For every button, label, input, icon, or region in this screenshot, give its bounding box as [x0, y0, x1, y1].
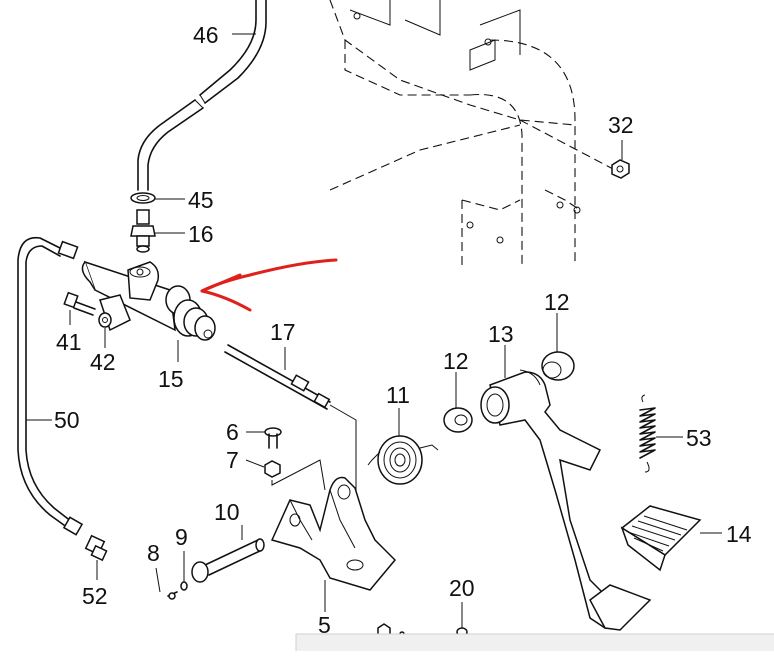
callout-labels: 45 46 32 45 16 41 42 15 17 12 13 12 11 5…	[54, 0, 752, 638]
callout-label: 16	[188, 221, 214, 247]
callout-label: 52	[82, 583, 108, 609]
callout-label: 45	[188, 187, 214, 213]
bottom-panel	[295, 633, 774, 655]
part-9-washer	[180, 551, 188, 591]
part-45-clip	[130, 192, 185, 204]
callout-label: 12	[544, 289, 570, 315]
part-12-bushing-lower	[443, 372, 473, 433]
annotation-arrow	[200, 258, 338, 312]
part-7-nut	[245, 459, 326, 491]
callout-label: 15	[158, 366, 184, 392]
part-12-bushing-upper	[541, 313, 575, 381]
part-11-spring	[367, 408, 439, 485]
callout-label: 46	[193, 22, 219, 48]
callout-label: 8	[147, 540, 160, 566]
part-50-pipe	[17, 236, 84, 536]
part-13-pedal-arm	[480, 345, 622, 629]
callout-label: 9	[175, 524, 188, 550]
callout-label: 14	[726, 521, 752, 547]
callout-label: 12	[443, 348, 469, 374]
part-53-return-spring	[639, 394, 683, 473]
callout-label: 13	[488, 321, 514, 347]
callout-label: 6	[226, 419, 239, 445]
part-10-pin	[191, 525, 265, 583]
callout-label: 45	[193, 0, 219, 2]
callout-label: 7	[226, 447, 239, 473]
callout-label: 5	[318, 612, 331, 638]
part-8-clip	[155, 567, 178, 600]
callout-label: 41	[56, 329, 82, 355]
callout-label: 32	[608, 112, 634, 138]
part-46-hose	[137, 0, 267, 191]
part-14-pedal-pad	[589, 505, 722, 631]
part-16-fitting	[130, 209, 185, 253]
part-5-bracket	[270, 476, 397, 612]
callout-label: 10	[214, 499, 240, 525]
callout-label: 42	[90, 349, 116, 375]
frame-bracket	[329, 0, 616, 265]
part-41-bolt	[63, 291, 96, 325]
callout-label: 11	[386, 382, 410, 408]
callout-label: 50	[54, 407, 80, 433]
part-42-washer	[98, 312, 112, 348]
part-6-bolt	[246, 427, 282, 449]
callout-label: 20	[449, 575, 475, 601]
part-32-nut	[611, 140, 630, 179]
part-15-master-cylinder	[81, 260, 216, 362]
part-52-union	[84, 534, 108, 580]
callout-label: 53	[686, 425, 712, 451]
callout-label: 17	[270, 319, 296, 345]
